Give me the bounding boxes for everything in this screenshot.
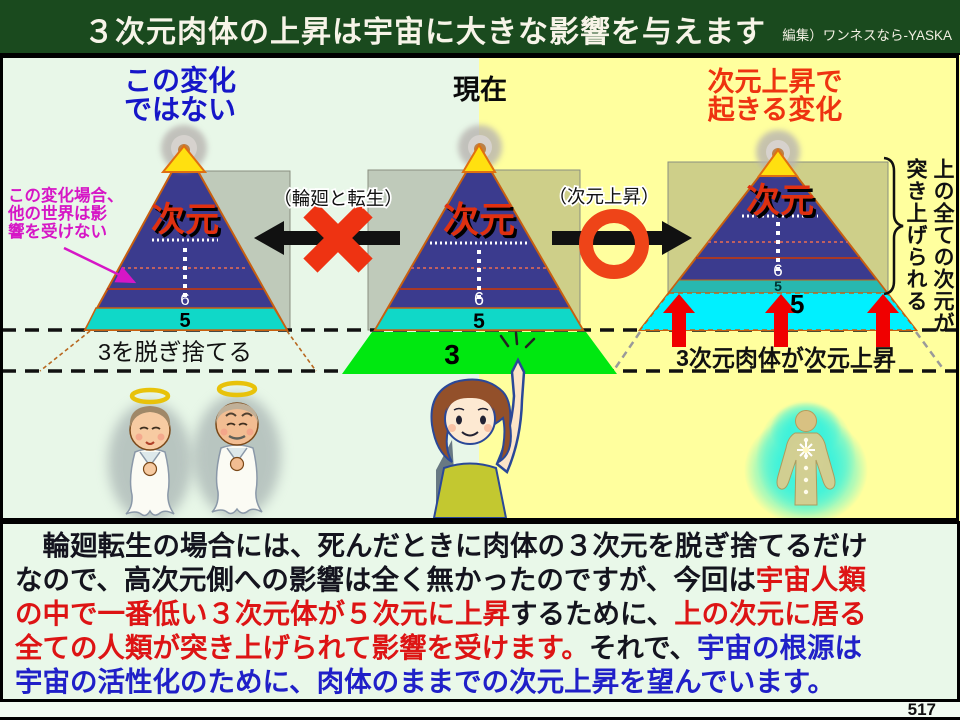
magenta-note-line1: この変化場合、 bbox=[8, 185, 124, 205]
vertical-note-col2: 突き上げられる bbox=[904, 158, 927, 312]
ascend-caption: 3次元肉体が次元上昇 bbox=[676, 345, 896, 371]
arrow-right-head bbox=[662, 221, 692, 255]
capstone-right bbox=[757, 148, 799, 177]
angels-illustration bbox=[108, 380, 281, 521]
right-heading-line2: 起きる変化 bbox=[708, 94, 842, 125]
bottom-strip: 517 bbox=[0, 700, 960, 720]
girl-illustration bbox=[430, 357, 526, 519]
pyramid-right: 次元 次元 6 5 bbox=[637, 130, 919, 331]
footer-line: 全ての人類が突き上げられて影響を受けます。それで、宇宙の根源は bbox=[15, 631, 945, 665]
footer-paragraph: 輪廻転生の場合には、死んだときに肉体の３次元を脱ぎ捨てるだけ なので、高次元側へ… bbox=[0, 521, 960, 702]
left-heading-line1: この変化 bbox=[124, 64, 236, 96]
capstone-center bbox=[461, 143, 497, 173]
discard-caption: 3を脱ぎ捨てる bbox=[98, 339, 252, 365]
ascension-label: （次元上昇） bbox=[548, 186, 659, 207]
pyramid-left-label: 次元 bbox=[151, 201, 219, 239]
magenta-note-line2: 他の世界は影 bbox=[7, 203, 108, 223]
pyramid-right-level5-small: 5 bbox=[774, 278, 782, 294]
footer-segment: の中で一番低い３次元体が５次元に上昇 bbox=[15, 598, 510, 629]
pyramid-left-level5: 5 bbox=[179, 310, 190, 332]
pyramid-left: 次元 次元 6 5 bbox=[83, 125, 289, 332]
pyramid-right-label: 次元 bbox=[746, 182, 814, 220]
center-heading: 現在 bbox=[453, 75, 507, 105]
circle-mark bbox=[579, 209, 649, 279]
pyramid-center-level6: 6 bbox=[474, 289, 484, 309]
footer-line: の中で一番低い３次元体が５次元に上昇するために、上の次元に居る bbox=[15, 597, 945, 631]
header-bar: ３次元肉体の上昇は宇宙に大きな影響を与えます 編集）ワンネスなら-YASKA bbox=[0, 0, 960, 55]
green-3d-layer: 3 bbox=[342, 331, 617, 374]
pyramid-center: 次元 次元 6 5 bbox=[373, 125, 585, 333]
left-heading-line2: ではない bbox=[124, 94, 236, 125]
pyramid-center-label-shadow: 次元 bbox=[446, 202, 518, 243]
magenta-note-line3: 響を受けない bbox=[8, 221, 107, 241]
rise-arrows: 5 3次元肉体が次元上昇 bbox=[663, 289, 899, 371]
main-diagram: 3を脱ぎ捨てる 3 次元 次元 6 bbox=[0, 55, 960, 521]
footer-segment: なので、高次元側への影響は全く無かったのですが、今回は bbox=[15, 564, 756, 595]
girl-dress bbox=[432, 462, 508, 519]
cross-mark bbox=[303, 203, 373, 273]
pyramid-left-level6: 6 bbox=[180, 290, 189, 309]
footer-segment: 宇宙の活性化のために、肉体のままでの次元上昇を望んでいます。 bbox=[15, 666, 836, 697]
slide-title: ３次元肉体の上昇は宇宙に大きな影響を与えます bbox=[84, 16, 766, 49]
vertical-note-col1: 上の全ての次元が bbox=[931, 158, 954, 334]
glow-human-illustration bbox=[744, 400, 868, 521]
halo-icon bbox=[129, 387, 171, 405]
pyramid-right-level6: 6 bbox=[773, 261, 782, 280]
column-headings: この変化 ではない 現在 次元上昇で 起きる変化 bbox=[124, 64, 843, 125]
footer-segment: 上の次元に居る bbox=[674, 598, 867, 629]
big5-label: 5 bbox=[790, 289, 804, 319]
arrow-left-head bbox=[254, 221, 284, 255]
magenta-arrow bbox=[63, 246, 137, 284]
right-ghost-trapezoid bbox=[612, 331, 946, 371]
footer-line: 輪廻転生の場合には、死んだときに肉体の３次元を脱ぎ捨てるだけ bbox=[15, 529, 945, 563]
halo-icon bbox=[216, 380, 258, 398]
pyramid-center-label: 次元 bbox=[443, 199, 515, 240]
pyramid-center-level5: 5 bbox=[473, 310, 485, 333]
footer-segment: 宇宙人類 bbox=[755, 564, 866, 595]
footer-segment: 宇宙の根源は bbox=[697, 632, 863, 663]
footer-segment: するために、 bbox=[510, 598, 675, 629]
right-heading-line1: 次元上昇で bbox=[708, 67, 843, 97]
footer-segment: それで、 bbox=[588, 632, 698, 663]
brace bbox=[883, 156, 904, 296]
left-ghost-trapezoid: 3を脱ぎ捨てる bbox=[39, 330, 317, 372]
footer-line: なので、高次元側への影響は全く無かったのですが、今回は宇宙人類 bbox=[15, 563, 945, 597]
angel-woman bbox=[125, 387, 175, 517]
main-frame bbox=[0, 55, 959, 521]
pyramid-left-label-shadow: 次元 bbox=[154, 204, 222, 242]
pyramid-right-label-shadow: 次元 bbox=[749, 185, 817, 223]
capstone-left bbox=[160, 144, 208, 173]
emphasis-marks bbox=[499, 331, 536, 349]
vertical-note: 上の全ての次元が 突き上げられる bbox=[902, 158, 956, 478]
angel-man bbox=[211, 380, 263, 515]
page-number: 517 bbox=[907, 700, 936, 719]
footer-segment: 全ての人類が突き上げられて影響を受けます。 bbox=[15, 632, 589, 663]
reincarnation-label: （輪廻と転生） bbox=[273, 188, 403, 209]
editor-credit: 編集）ワンネスなら-YASKA bbox=[782, 28, 952, 43]
footer-segment: 輪廻転生の場合には、死んだときに肉体の３次元を脱ぎ捨てるだけ bbox=[15, 530, 868, 561]
level3-label: 3 bbox=[444, 339, 460, 370]
chakra-dots bbox=[803, 437, 809, 495]
footer-line: 宇宙の活性化のために、肉体のままでの次元上昇を望んでいます。 bbox=[15, 665, 945, 699]
magenta-note: この変化場合、 他の世界は影 響を受けない bbox=[7, 185, 137, 284]
